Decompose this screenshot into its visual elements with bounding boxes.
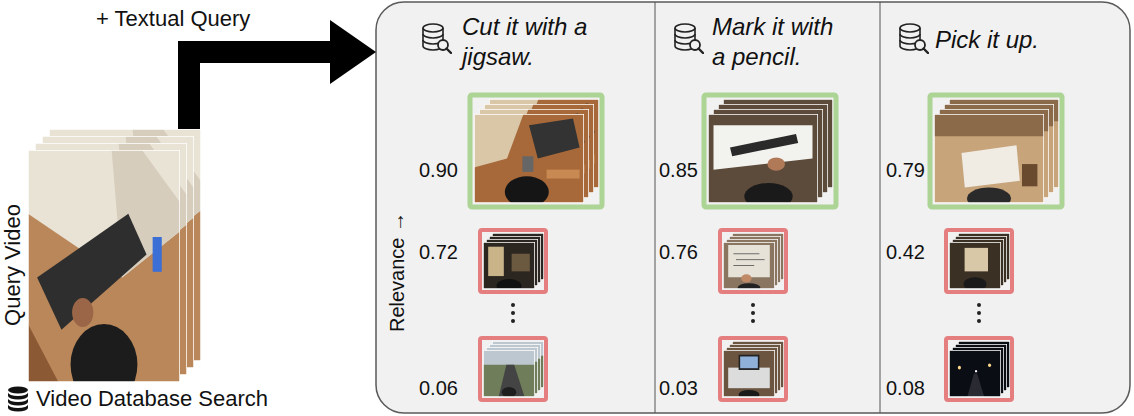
arrow-shaft <box>189 52 330 129</box>
ellipsis-dots <box>977 303 981 307</box>
text-query: Mark it with a pencil. <box>712 12 842 72</box>
ellipsis-dots <box>977 311 981 315</box>
ellipsis-dots <box>751 303 755 307</box>
query-column: 0.90 0.72 0.06 Cut it with a jigsaw. <box>376 2 655 413</box>
relevance-score: 0.72 <box>419 240 458 264</box>
vertical-label: Query Video <box>0 204 26 326</box>
video-thumbnail-stack <box>720 338 786 400</box>
video-thumbnail-stack <box>946 230 1012 292</box>
ellipsis-dots <box>751 311 755 315</box>
ellipsis-dots <box>751 319 755 323</box>
results-panel-outline <box>655 2 656 413</box>
video-thumbnail-stack <box>470 95 602 400</box>
query-column: 0.85 0.76 0.03 Mark it with a pencil. <box>655 2 880 413</box>
search-icon <box>900 24 928 53</box>
text-query: Cut it with a jigsaw. <box>462 12 627 72</box>
ellipsis-dots <box>511 319 515 323</box>
video-thumbnail-stack <box>483 242 535 293</box>
video-thumbnail-stack <box>474 114 584 207</box>
relevance-score: 0.79 <box>886 158 925 182</box>
bent-arrow <box>189 20 376 129</box>
search-icon <box>675 24 703 53</box>
result-thumbnail: 0.06 <box>416 338 547 400</box>
video-thumbnail-stack <box>704 95 836 400</box>
video-thumbnail-stack <box>483 350 535 398</box>
relevance-score: 0.42 <box>886 240 925 264</box>
database-icon <box>8 387 28 412</box>
relevance-score: 0.08 <box>886 376 925 400</box>
ellipsis-dots <box>511 303 515 307</box>
video-thumbnail-stack <box>704 95 836 207</box>
query-video-frames <box>28 150 180 405</box>
results-panel-outline <box>376 2 1130 413</box>
video-thumbnail-stack <box>480 230 546 292</box>
video-thumbnail-stack <box>930 95 1062 207</box>
result-thumbnail: 0.72 <box>416 230 547 292</box>
video-thumbnail-stack <box>949 350 1001 397</box>
search-icon <box>423 24 451 53</box>
query-column: 0.79 0.42 0.08 Pick it up. <box>880 2 1130 413</box>
query-video-stack: Query Video <box>0 129 205 384</box>
query-video-frames <box>28 129 201 405</box>
video-thumbnail-stack <box>949 242 1001 291</box>
video-thumbnail-stack <box>470 95 602 207</box>
text-query: Pick it up. <box>935 25 1105 55</box>
result-thumbnail: 0.08 <box>883 338 1013 400</box>
relevance-score: 0.76 <box>659 240 698 264</box>
result-thumbnail: 0.42 <box>883 230 1013 292</box>
video-thumbnail-stack <box>930 95 1062 400</box>
video-thumbnail-stack <box>480 338 546 400</box>
results-panel: 0.90 0.72 0.06 Cut it with a jigsaw. 0.85 0.7… <box>376 2 1130 413</box>
video-thumbnail-stack <box>934 114 1044 210</box>
ellipsis-dots <box>511 303 981 323</box>
video-thumbnail-stack <box>720 230 786 292</box>
relevance-score: 0.06 <box>419 376 458 400</box>
video-thumbnail-stack <box>723 350 775 399</box>
relevance-score: 0.03 <box>659 376 698 400</box>
results-panel-outline <box>880 2 881 413</box>
result-thumbnail: 0.76 <box>656 230 787 292</box>
video-thumbnail-stack <box>946 338 1012 400</box>
ellipsis-dots <box>977 319 981 323</box>
result-thumbnail: 0.85 <box>656 95 837 207</box>
result-thumbnail: 0.03 <box>656 338 787 400</box>
caption-label: Video Database Search <box>36 386 268 412</box>
ellipsis-dots <box>511 311 515 315</box>
video-thumbnail-stack <box>708 114 818 210</box>
arrow-head <box>330 20 376 84</box>
video-thumbnail-stack <box>723 242 775 293</box>
axis-label: Relevance → <box>385 212 409 332</box>
edge-label: + Textual Query <box>96 6 250 32</box>
result-thumbnail: 0.90 <box>416 95 603 207</box>
result-thumbnail: 0.79 <box>883 95 1063 207</box>
results-panel-outline <box>376 2 1130 413</box>
relevance-score: 0.90 <box>419 158 458 182</box>
relevance-score: 0.85 <box>659 158 698 182</box>
